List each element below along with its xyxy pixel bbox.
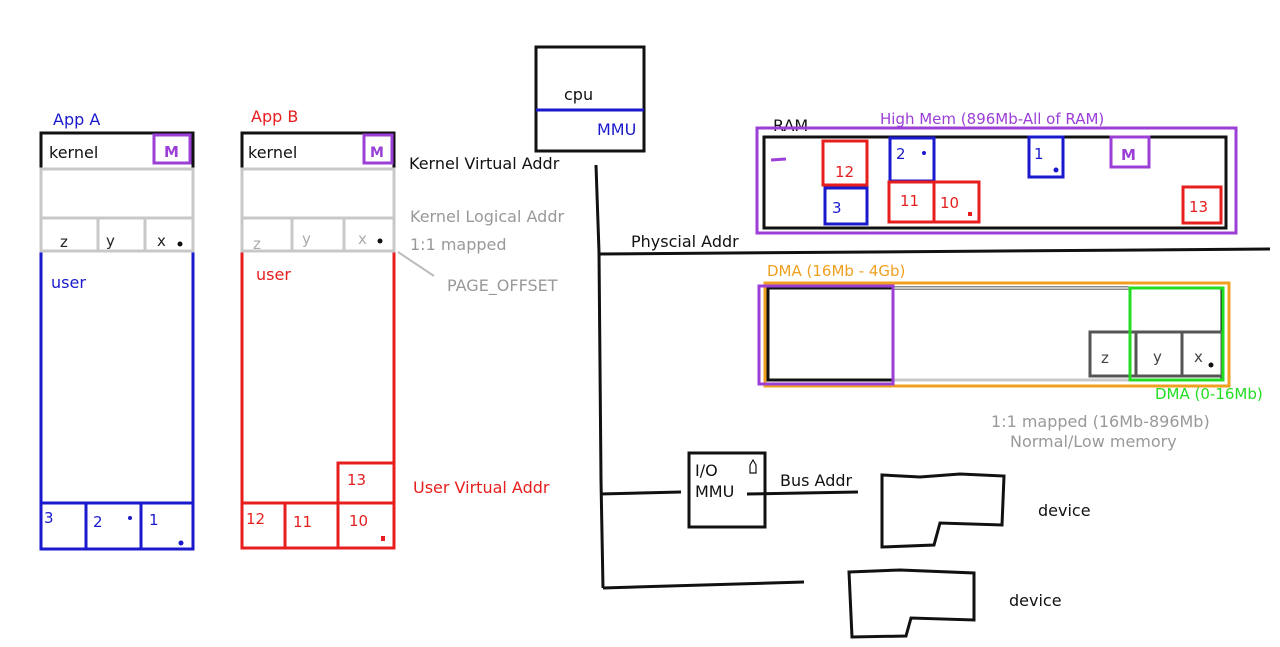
- app-a-kernel-mark: M: [164, 143, 179, 161]
- page-offset-pointer: [397, 251, 435, 277]
- iommu-block: I/O MMU: [687, 451, 767, 529]
- high-mem-region: [755, 126, 1238, 235]
- device-2-label: device: [1009, 591, 1062, 610]
- app-a-shared-x: x: [157, 232, 166, 250]
- normal-mapped-label: 1:1 mapped (16Mb-896Mb): [991, 412, 1210, 431]
- dma-block: DMA (16Mb - 4Gb) z y x DMA (0-16Mb) 1:1 …: [757, 262, 1263, 451]
- ram-cell-10: [932, 180, 981, 224]
- dma-region: [763, 281, 1231, 388]
- bus-lines: [594, 164, 1271, 590]
- ram-cell-12: [821, 139, 869, 187]
- ram-cell-2-label: 2: [896, 145, 906, 163]
- dma-low-label: DMA (0-16Mb): [1155, 385, 1263, 403]
- hand-pointer-icon: [749, 458, 757, 474]
- app-b-page-10: 10: [349, 512, 368, 530]
- app-b-user-label: user: [256, 265, 291, 284]
- app-b-kernel-logical-area: [240, 167, 396, 253]
- iommu-box: [687, 451, 767, 529]
- ram-cell-3: [823, 186, 869, 226]
- app-b-shared-z: z: [253, 235, 261, 253]
- physical-addr-label: Physcial Addr: [631, 232, 739, 251]
- app-a-shared-y: y: [106, 232, 115, 250]
- ram-cell-1: [1027, 135, 1065, 179]
- device-1-shape: [880, 472, 1006, 549]
- ram-label: RAM: [773, 116, 808, 135]
- app-b-pages-row: [240, 501, 396, 550]
- one-to-one-mapped-label: 1:1 mapped: [410, 235, 507, 254]
- ram-cell-11-label: 11: [900, 192, 919, 210]
- mmu-label: MMU: [597, 120, 636, 139]
- cpu-block: cpu MMU: [534, 45, 646, 153]
- ram-kernel-mark-box: [1109, 135, 1151, 169]
- dma-cell-x-label: x: [1194, 348, 1203, 366]
- bus-addr-label: Bus Addr: [780, 471, 853, 490]
- app-a-kernel-logical-area: [39, 167, 195, 253]
- kernel-logical-addr-label: Kernel Logical Addr: [410, 207, 564, 226]
- user-virtual-addr-label: User Virtual Addr: [413, 478, 550, 497]
- app-b-kernel-mark-box: [362, 133, 394, 165]
- ram-kernel-mark: M: [1121, 146, 1136, 164]
- ram-cell-12-label: 12: [835, 163, 854, 181]
- device-2-shape: [847, 568, 976, 639]
- ram-cell-13-label: 13: [1189, 198, 1208, 216]
- app-b-kernel-label: kernel: [248, 143, 297, 162]
- device-1-label: device: [1038, 501, 1091, 520]
- ram-cell-13: [1181, 185, 1223, 225]
- app-b-kernel-mark: M: [370, 145, 384, 161]
- dma-memory-box: [766, 286, 1224, 382]
- ram-cell-3-label: 3: [832, 199, 842, 217]
- dma-cell-y-label: y: [1153, 348, 1162, 366]
- app-b-page-11: 11: [293, 513, 312, 531]
- app-a-page-2: 2: [93, 513, 103, 531]
- app-b-column: App B kernel M z y x user 13 12 11 10: [240, 107, 396, 550]
- app-a-kernel-mark-box: [152, 133, 192, 165]
- dma-low-region: [1128, 286, 1225, 382]
- page-offset-label: PAGE_OFFSET: [447, 276, 558, 296]
- high-mem-label: High Mem (896Mb-All of RAM): [880, 110, 1104, 128]
- app-b-page-12: 12: [246, 510, 265, 528]
- app-b-shared-x: x: [358, 230, 367, 248]
- app-a-page-3: 3: [44, 509, 54, 527]
- app-b-page-13: 13: [347, 471, 366, 489]
- ram-box: [762, 135, 1228, 230]
- ram-cell-1-label: 1: [1034, 145, 1044, 163]
- app-a-kernel-label: kernel: [49, 143, 98, 162]
- app-b-address-space: [240, 131, 396, 550]
- app-a-user-label: user: [51, 273, 86, 292]
- kernel-virtual-addr-label: Kernel Virtual Addr: [409, 154, 560, 173]
- cpu-label: cpu: [564, 85, 593, 104]
- ram-block: RAM High Mem (896Mb-All of RAM) 12 2 1 M…: [755, 110, 1238, 235]
- cpu-box: [534, 45, 646, 153]
- app-b-shared-y: y: [302, 230, 311, 248]
- iommu-label-line2: MMU: [695, 482, 734, 501]
- normal-low-memory-label: Normal/Low memory: [1010, 432, 1177, 451]
- dma-cell-z-label: z: [1101, 349, 1109, 367]
- app-a-column: App A kernel M z y x user 3 2 1: [39, 110, 195, 551]
- dma-purple-region: [757, 284, 895, 386]
- dma-label: DMA (16Mb - 4Gb): [767, 262, 905, 280]
- app-b-title: App B: [251, 107, 298, 126]
- app-a-title: App A: [53, 110, 100, 129]
- app-a-pages-row: [39, 501, 195, 551]
- app-a-address-space: [39, 131, 195, 551]
- app-a-page-1: 1: [149, 511, 159, 529]
- ram-cell-10-label: 10: [940, 194, 959, 212]
- iommu-label-line1: I/O: [695, 461, 718, 480]
- app-a-shared-z: z: [60, 233, 68, 251]
